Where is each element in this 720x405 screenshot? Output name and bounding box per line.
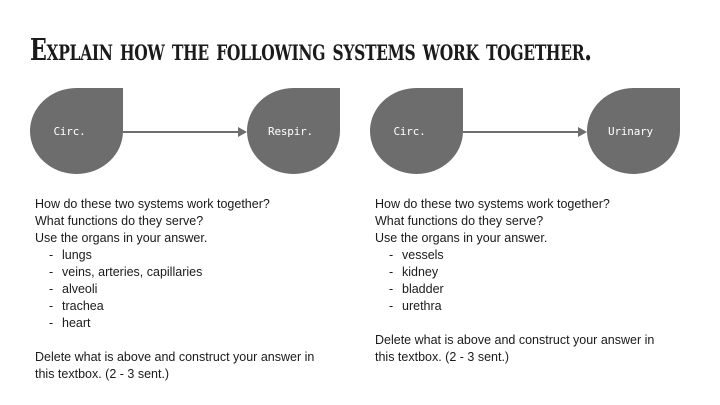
list-item: -alveoli <box>49 281 335 298</box>
instruction-text: Delete what is above and construct your … <box>35 350 315 381</box>
organ-label: veins, arteries, capillaries <box>62 265 203 279</box>
arrow-shaft <box>463 131 579 133</box>
arrow-shaft <box>123 131 239 133</box>
bullet-dash: - <box>389 265 394 279</box>
bullet-dash: - <box>389 299 394 313</box>
bullet-dash: - <box>49 265 54 279</box>
prompt-line: What functions do they serve? <box>35 214 204 228</box>
list-item: -vessels <box>389 247 675 264</box>
textbox-respiratory[interactable]: How do these two systems work together? … <box>35 196 335 383</box>
organ-label: trachea <box>62 299 104 313</box>
right-arrow-icon <box>238 127 247 137</box>
bullet-dash: - <box>49 299 54 313</box>
node-respiratory[interactable]: Respir. <box>247 88 340 174</box>
list-item: -bladder <box>389 281 675 298</box>
bullet-dash: - <box>389 248 394 262</box>
node-urinary[interactable]: Urinary <box>587 88 680 174</box>
diagram-circulatory-urinary: Circ. Urinary <box>370 88 680 174</box>
organ-list-urinary: -vessels -kidney -bladder -urethra <box>375 247 675 315</box>
prompt-line: Use the organs in your answer. <box>375 231 548 245</box>
instruction-text: Delete what is above and construct your … <box>375 333 655 364</box>
list-item: -urethra <box>389 298 675 315</box>
arrow-connector-1 <box>123 127 247 137</box>
bullet-dash: - <box>49 316 54 330</box>
prompt-line: How do these two systems work together? <box>375 197 610 211</box>
diagram-circulatory-respiratory: Circ. Respir. <box>30 88 340 174</box>
bullet-dash: - <box>49 248 54 262</box>
organ-label: lungs <box>62 248 92 262</box>
prompt-line: Use the organs in your answer. <box>35 231 208 245</box>
organ-label: urethra <box>402 299 442 313</box>
arrow-connector-2 <box>463 127 587 137</box>
bullet-dash: - <box>49 282 54 296</box>
page-title: Explain how the following systems work t… <box>30 33 592 68</box>
organ-label: vessels <box>402 248 444 262</box>
node-circulatory-2[interactable]: Circ. <box>370 88 463 174</box>
bullet-dash: - <box>389 282 394 296</box>
list-item: -veins, arteries, capillaries <box>49 264 335 281</box>
organ-label: alveoli <box>62 282 98 296</box>
list-item: -kidney <box>389 264 675 281</box>
list-item: -trachea <box>49 298 335 315</box>
organ-label: bladder <box>402 282 444 296</box>
list-item: -lungs <box>49 247 335 264</box>
organ-label: kidney <box>402 265 439 279</box>
organ-list-respiratory: -lungs -veins, arteries, capillaries -al… <box>35 247 335 332</box>
list-item: -heart <box>49 315 335 332</box>
organ-label: heart <box>62 316 91 330</box>
prompt-line: How do these two systems work together? <box>35 197 270 211</box>
prompt-line: What functions do they serve? <box>375 214 544 228</box>
node-circulatory-1[interactable]: Circ. <box>30 88 123 174</box>
right-arrow-icon <box>578 127 587 137</box>
textbox-urinary[interactable]: How do these two systems work together? … <box>375 196 675 366</box>
